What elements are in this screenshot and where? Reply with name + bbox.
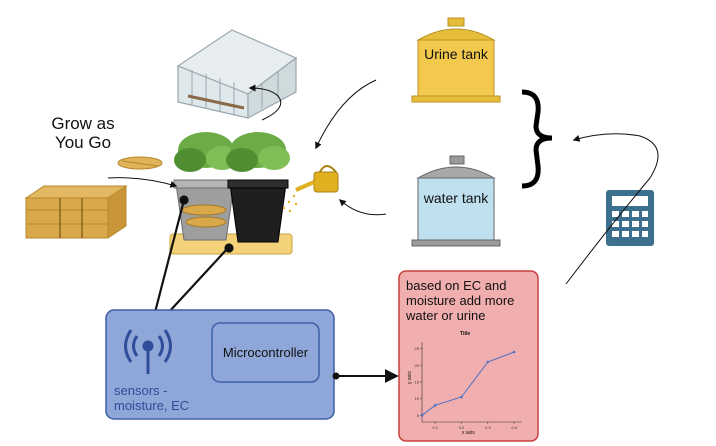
chart-y-tick-label: 25 — [415, 346, 420, 351]
connector-arrows — [107, 79, 659, 285]
arrow-mcu-to-logic — [332, 369, 399, 383]
microcontroller-label: Microcontroller — [222, 345, 309, 360]
plant-pot-icon — [169, 132, 293, 255]
chart-x-tick-label: 0.3 — [485, 425, 491, 430]
chart-data-point — [460, 395, 463, 399]
water-tank-icon — [411, 155, 501, 247]
watering-can-icon — [282, 165, 339, 213]
water-tank-label: water tank — [423, 190, 489, 206]
antenna-icon — [124, 329, 172, 374]
straw-icon — [117, 156, 163, 170]
chart-y-axis-label: y axis — [407, 371, 413, 384]
chart-x-tick-label: 0.4 — [511, 425, 517, 430]
chart-title: Title — [460, 331, 471, 337]
chart-y-tick-label: 15 — [415, 380, 420, 385]
arrow-hay-to-pot — [107, 177, 178, 188]
chart-y-tick-label: 10 — [415, 396, 420, 401]
chart-x-tick-label: 0.1 — [432, 425, 438, 430]
arrow-greenhouse — [248, 84, 282, 121]
microcontroller-box — [211, 322, 320, 383]
calculator-icon — [606, 190, 654, 246]
mini-line-chart: 0.1 0.2 0.3 0.4 5 10 15 20 25 — [415, 342, 522, 430]
decision-label: based on EC and moisture add more water … — [406, 278, 515, 323]
urine-tank-icon — [411, 17, 501, 103]
grow-as-you-go-label: Grow as You Go — [51, 114, 115, 152]
sensors-label: sensors - moisture, EC — [114, 383, 190, 413]
chart-data-point — [512, 350, 516, 354]
chart-x-axis-label: x axis — [462, 430, 475, 436]
chart-data-point — [420, 414, 424, 417]
chart-y-tick-label: 5 — [417, 413, 420, 418]
arrow-urine-to-can — [315, 79, 377, 150]
arrow-water-to-can — [338, 199, 387, 216]
chart-y-tick-label: 20 — [415, 363, 420, 368]
chart-data-point — [486, 360, 490, 364]
hay-bale-icon — [24, 185, 128, 239]
arrow-calc-to-brace — [565, 133, 659, 285]
chart-data-point — [433, 404, 437, 407]
chart-x-tick-label: 0.2 — [459, 425, 465, 430]
urine-tank-label: Urine tank — [424, 46, 488, 62]
decision-box — [398, 270, 539, 442]
curly-brace-icon — [521, 89, 553, 189]
greenhouse-icon — [176, 29, 298, 120]
